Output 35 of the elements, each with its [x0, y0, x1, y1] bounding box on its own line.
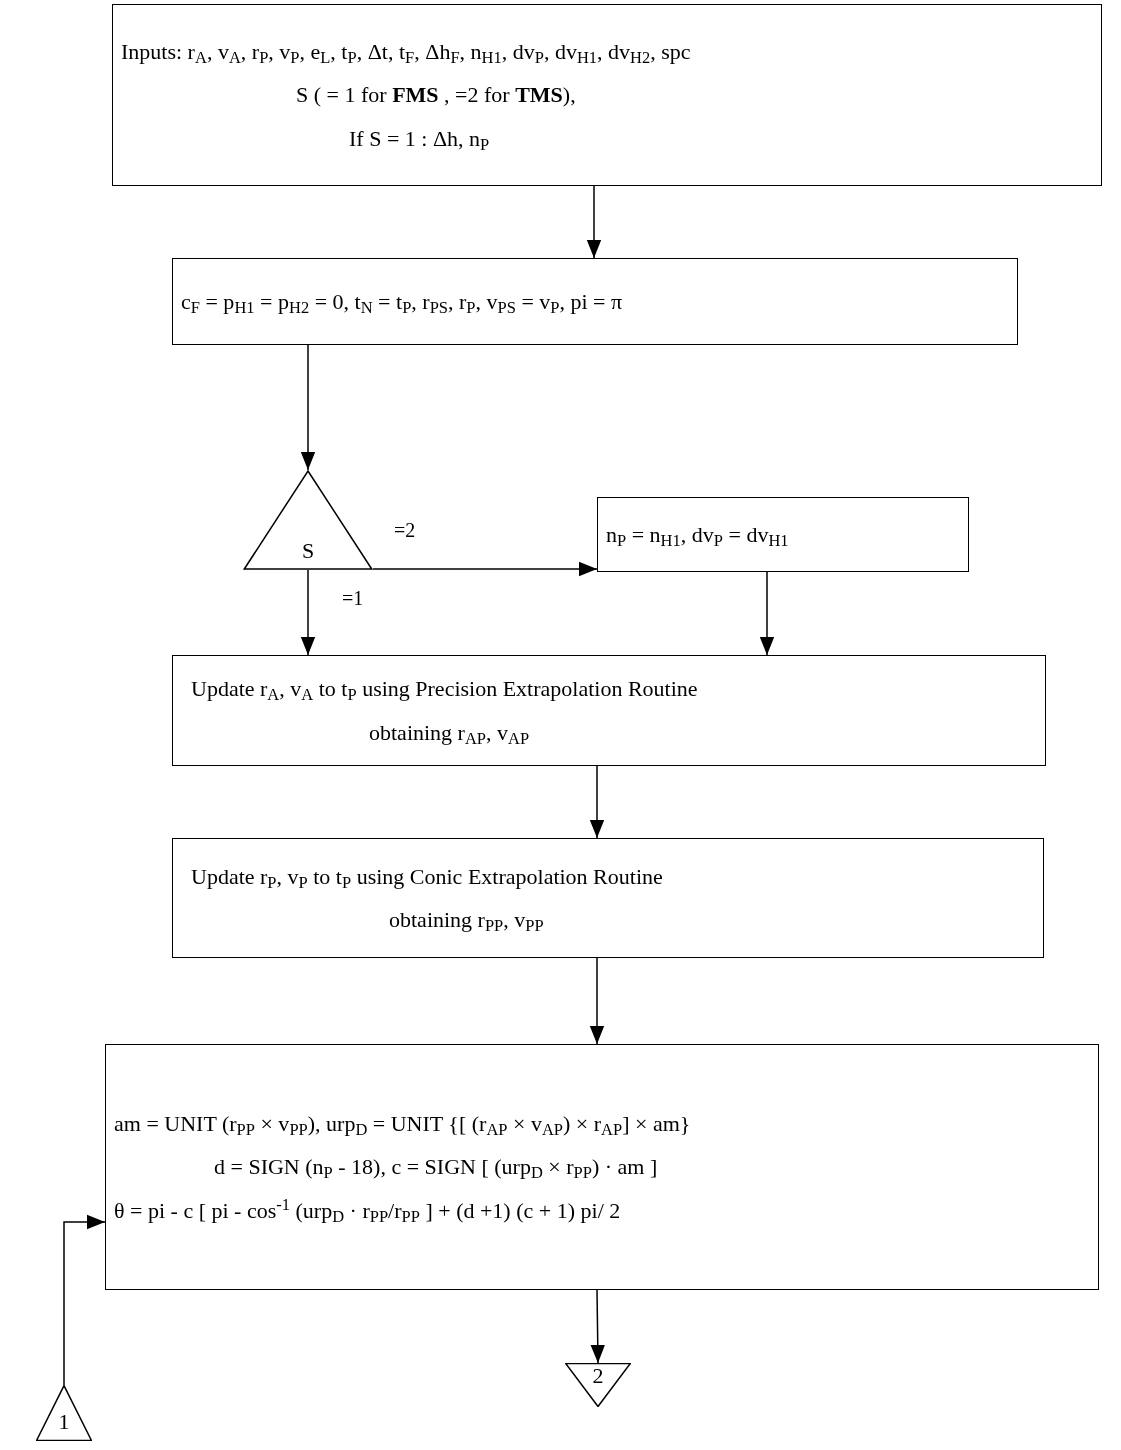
formula-text: Update r$_{P}$, v$_{P}$ to t$_{P}$ using Conic Extrapolation Routine	[191, 862, 663, 890]
formula-text: 1	[58, 1407, 70, 1435]
process-box	[172, 655, 1046, 766]
formula-text: n$_{P}$ = n$_{H1}$, dv$_{P}$ = dv$_{H1}$	[606, 520, 789, 549]
arrow	[372, 561, 598, 577]
triangle-symbol	[565, 1363, 631, 1407]
arrow	[590, 1289, 605, 1364]
arrow	[63, 1214, 106, 1386]
arrow	[589, 957, 605, 1045]
formula-text: c$_{F}$ = p$_{H1}$ = p$_{H2}$ = 0, t$_{N}$ = t$_{P}$, r$_{PS}$, r$_{P}$, v$_{PS}$ = v$_{P}$, pi = π	[181, 287, 623, 316]
formula-text: am = UNIT (r$_{PP}$ × v$_{PP}$), urp$_{D}$ = UNIT {[ (r$_{AP}$ × v$_{AP}$) × r$_{AP}$] × am}	[114, 1109, 691, 1138]
formula-text: 2	[592, 1361, 604, 1389]
arrow	[300, 344, 316, 471]
formula-text: If S = 1 : Δh, n$_{P}$	[349, 124, 490, 153]
formula-text: d = SIGN (n$_{P}$ - 18), c = SIGN [ (urp$_{D}$ × r$_{PP}$) · am ]	[214, 1153, 658, 1181]
edge-label: =2	[392, 520, 418, 540]
process-box	[112, 4, 1102, 186]
formula-text: θ = pi - c [ pi - cos$^{-1}$ (urp$_{D}$ · r$_{PP}$/r$_{PP}$ ] + (d +1) (c + 1) pi/ 2	[114, 1196, 621, 1225]
process-box	[172, 838, 1044, 958]
arrow	[589, 765, 605, 839]
formula-text: Update r$_{A}$, v$_{A}$ to t$_{P}$ using Precision Extrapolation Routine	[191, 675, 698, 703]
process-box	[172, 258, 1018, 345]
arrow	[759, 571, 775, 656]
formula-text: S	[301, 536, 315, 564]
formula-text: Inputs: r$_{A}$, v$_{A}$, r$_{P}$, v$_{P}$, e$_{L}$, t$_{P}$, Δt, t$_{F}$, Δh$_{F}$, n$_{H1}$, dv$_{P}$, dv$_{H1}$, dv$_{H2}$, spc	[121, 37, 691, 66]
edge-label: =1	[340, 588, 366, 608]
triangle-symbol	[36, 1385, 92, 1441]
arrow	[586, 185, 602, 259]
process-box	[105, 1044, 1099, 1290]
formula-text: obtaining r$_{PP}$, v$_{PP}$	[389, 906, 544, 934]
arrow	[300, 569, 316, 656]
formula-text: S ( = 1 for FMS , =2 for TMS),	[296, 81, 576, 109]
formula-text: obtaining r$_{AP}$, v$_{AP}$	[369, 718, 530, 746]
triangle-symbol	[243, 470, 373, 570]
process-box	[597, 497, 969, 572]
